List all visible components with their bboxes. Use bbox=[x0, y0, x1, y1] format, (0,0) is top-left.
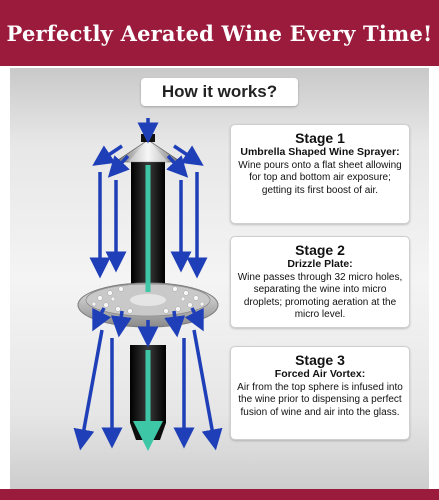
stage-3-description: Air from the top sphere is infused into … bbox=[237, 381, 403, 418]
stage-2-box: Stage 2 Drizzle Plate: Wine passes throu… bbox=[230, 236, 410, 328]
stage-2-subtitle: Drizzle Plate: bbox=[287, 258, 353, 270]
drizzle-holes bbox=[91, 286, 205, 314]
stage-1-description: Wine pours onto a flat sheet allowing fo… bbox=[238, 159, 402, 196]
stage-1-subtitle: Umbrella Shaped Wine Sprayer: bbox=[240, 146, 400, 158]
header-banner: Perfectly Aerated Wine Every Time! bbox=[0, 0, 439, 66]
how-it-works-title: How it works? bbox=[161, 82, 278, 101]
stage-2-description: Wine passes through 32 micro holes, sepa… bbox=[237, 271, 403, 321]
airflow-arrows bbox=[73, 118, 223, 451]
stage-3-box: Stage 3 Forced Air Vortex: Air from the … bbox=[230, 346, 410, 440]
how-it-works-box: How it works? bbox=[141, 78, 298, 106]
stage-3-subtitle: Forced Air Vortex: bbox=[274, 368, 366, 380]
stage-2-title: Stage 2 bbox=[295, 242, 345, 258]
banner-title: Perfectly Aerated Wine Every Time! bbox=[6, 20, 433, 46]
stage-1-title: Stage 1 bbox=[295, 130, 345, 146]
stage-3-title: Stage 3 bbox=[295, 352, 345, 368]
stage-1-box: Stage 1 Umbrella Shaped Wine Sprayer: Wi… bbox=[230, 124, 410, 224]
footer-bar bbox=[0, 489, 439, 500]
